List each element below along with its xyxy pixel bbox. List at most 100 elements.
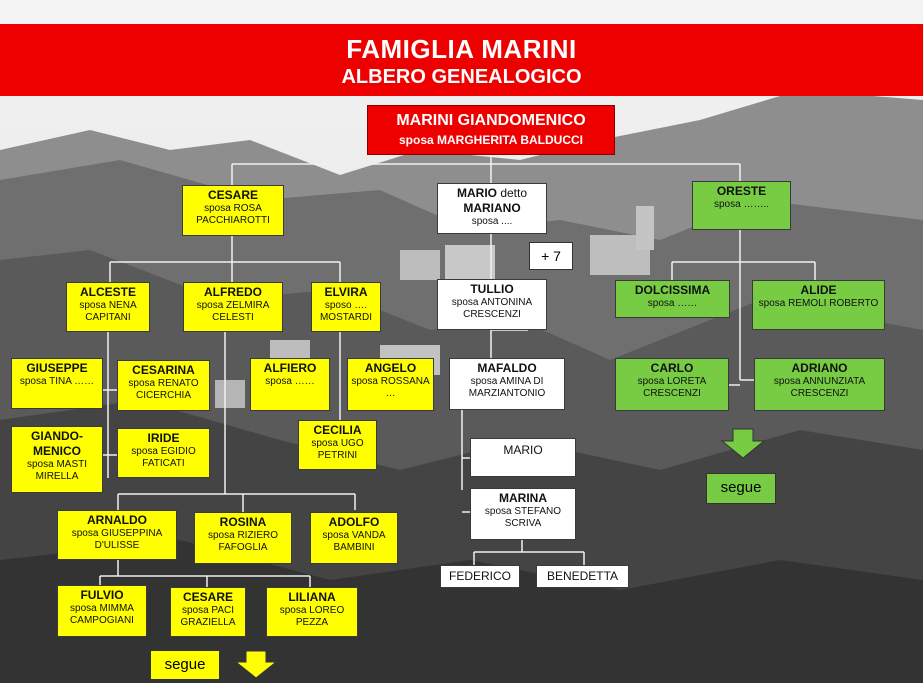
person-spouse: sposa EGIDIO FATICATI	[131, 446, 196, 469]
title-banner: FAMIGLIA MARINI ALBERO GENEALOGICO	[0, 24, 923, 96]
person-name: ANGELO	[364, 361, 417, 375]
person-name: MAFALDO	[477, 361, 537, 375]
person-spouse: sposa MIMMA CAMPOGIANI	[70, 603, 134, 626]
arrow-down-green-icon[interactable]	[720, 428, 766, 460]
person-spouse: sposa STEFANO SCRIVA	[484, 506, 562, 529]
person-spouse: sposa LORETA CRESCENZI	[637, 376, 707, 399]
person-alfredo[interactable]: ALFREDO sposa ZELMIRA CELESTI	[183, 282, 283, 332]
person-carlo[interactable]: CARLO sposa LORETA CRESCENZI	[615, 358, 729, 411]
person-name: CESARE	[207, 188, 258, 202]
root-spouse: sposa MARGHERITA BALDUCCI	[398, 133, 583, 147]
person-mario-jr[interactable]: MARIO	[470, 438, 576, 477]
person-marina[interactable]: MARINA sposa STEFANO SCRIVA	[470, 488, 576, 540]
person-name: ARNALDO	[87, 513, 147, 527]
more-children-badge: + 7	[529, 242, 573, 270]
person-name: FULVIO	[80, 588, 124, 602]
person-alide[interactable]: ALIDE sposa REMOLI ROBERTO	[752, 280, 885, 330]
person-benedetta[interactable]: BENEDETTA	[536, 565, 629, 588]
person-spouse: sposa UGO PETRINI	[311, 438, 364, 461]
person-tullio[interactable]: TULLIO sposa ANTONINA CRESCENZI	[437, 279, 547, 330]
segue-yellow-label[interactable]: segue	[150, 650, 220, 680]
person-name: GIUSEPPE	[26, 361, 88, 375]
person-name: BENEDETTA	[546, 569, 619, 583]
person-spouse: sposa ROSSANA …	[351, 376, 430, 399]
person-name: MARIO detto	[438, 186, 546, 201]
person-mafaldo[interactable]: MAFALDO sposa AMINA DI MARZIANTONIO	[449, 358, 565, 410]
person-spouse: sposa ....	[471, 216, 513, 227]
person-angelo[interactable]: ANGELO sposa ROSSANA …	[347, 358, 434, 411]
person-name: CARLO	[650, 361, 694, 375]
person-name: ADRIANO	[791, 361, 848, 375]
person-giandomenico[interactable]: GIANDO-MENICO sposa MASTI MIRELLA	[11, 426, 103, 493]
person-spouse: sposa RENATO CICERCHIA	[128, 378, 199, 401]
person-name: TULLIO	[470, 282, 514, 296]
person-iride[interactable]: IRIDE sposa EGIDIO FATICATI	[117, 428, 210, 478]
person-spouse: sposa NENA CAPITANI	[79, 300, 137, 323]
page-subtitle: ALBERO GENEALOGICO	[341, 66, 582, 88]
person-alceste[interactable]: ALCESTE sposa NENA CAPITANI	[66, 282, 150, 332]
person-name: ORESTE	[716, 184, 767, 198]
person-spouse: sposa ……	[265, 376, 315, 387]
person-name: FEDERICO	[448, 569, 511, 583]
person-name-detto: detto	[496, 186, 528, 200]
person-fulvio[interactable]: FULVIO sposa MIMMA CAMPOGIANI	[57, 585, 147, 637]
person-name: DOLCISSIMA	[634, 283, 711, 297]
arrow-down-yellow-icon[interactable]	[234, 650, 278, 680]
person-name: ROSINA	[219, 515, 267, 529]
person-adolfo[interactable]: ADOLFO sposa VANDA BAMBINI	[310, 512, 398, 564]
person-name: IRIDE	[147, 431, 180, 445]
person-dolcissima[interactable]: DOLCISSIMA sposa ……	[615, 280, 730, 318]
person-elvira[interactable]: ELVIRA sposo …. MOSTARDI	[311, 282, 381, 332]
person-mario[interactable]: MARIO detto MARIANO sposa ....	[437, 183, 547, 234]
person-name: ELVIRA	[324, 285, 368, 299]
root-name: MARINI GIANDOMENICO	[396, 112, 586, 129]
person-name: LILIANA	[288, 590, 336, 604]
person-name: ADOLFO	[328, 515, 380, 529]
page-title: FAMIGLIA MARINI	[346, 34, 577, 64]
person-name: CESARE	[182, 590, 233, 604]
person-name: ALFREDO	[204, 285, 262, 299]
person-name: ALFIERO	[263, 361, 317, 375]
person-cesare-jr[interactable]: CESARE sposa PACI GRAZIELLA	[170, 587, 246, 637]
person-name: ALCESTE	[79, 285, 136, 299]
person-alfiero[interactable]: ALFIERO sposa ……	[250, 358, 330, 411]
person-name: MARIO	[503, 443, 543, 457]
person-name: GIANDO-MENICO	[31, 429, 83, 458]
person-spouse: sposa ……..	[713, 199, 770, 210]
person-adriano[interactable]: ADRIANO sposa ANNUNZIATA CRESCENZI	[754, 358, 885, 411]
person-spouse: sposa RIZIERO FAFOGLIA	[207, 530, 279, 553]
person-spouse: sposo …. MOSTARDI	[319, 300, 373, 323]
person-cesarina[interactable]: CESARINA sposa RENATO CICERCHIA	[117, 360, 210, 411]
person-spouse: sposa ANTONINA CRESCENZI	[451, 297, 533, 320]
person-spouse: sposa ZELMIRA CELESTI	[196, 300, 270, 323]
person-spouse: sposa VANDA BAMBINI	[322, 530, 386, 553]
root-ancestor-box[interactable]: MARINI GIANDOMENICO sposa MARGHERITA BAL…	[367, 105, 615, 155]
person-spouse: sposa ……	[647, 298, 698, 309]
person-spouse: sposa MASTI MIRELLA	[26, 459, 88, 482]
person-liliana[interactable]: LILIANA sposa LOREO PEZZA	[266, 587, 358, 637]
person-federico[interactable]: FEDERICO	[440, 565, 520, 588]
person-giuseppe[interactable]: GIUSEPPE sposa TINA ……	[11, 358, 103, 409]
segue-green-label[interactable]: segue	[706, 473, 776, 504]
person-nickname: MARIANO	[463, 201, 521, 215]
person-spouse: sposa ANNUNZIATA CRESCENZI	[773, 376, 866, 399]
person-spouse: sposa GIUSEPPINA D'ULISSE	[71, 528, 163, 551]
person-cesare[interactable]: CESARE sposa ROSA PACCHIAROTTI	[182, 185, 284, 236]
person-name: ALIDE	[800, 283, 837, 297]
person-spouse: sposa TINA ……	[19, 376, 95, 387]
person-spouse: sposa LOREO PEZZA	[279, 605, 345, 628]
person-name: CESARINA	[132, 363, 195, 377]
person-arnaldo[interactable]: ARNALDO sposa GIUSEPPINA D'ULISSE	[57, 510, 177, 560]
person-spouse: sposa PACI GRAZIELLA	[180, 605, 236, 628]
person-name-first: MARIO	[456, 186, 497, 200]
person-name: MARINA	[499, 491, 547, 505]
person-cecilia[interactable]: CECILIA sposa UGO PETRINI	[298, 420, 377, 470]
person-oreste[interactable]: ORESTE sposa ……..	[692, 181, 791, 230]
person-rosina[interactable]: ROSINA sposa RIZIERO FAFOGLIA	[194, 512, 292, 564]
person-spouse: sposa REMOLI ROBERTO	[758, 298, 879, 309]
person-spouse: sposa AMINA DI MARZIANTONIO	[468, 376, 546, 399]
person-spouse: sposa ROSA PACCHIAROTTI	[196, 203, 270, 226]
person-name: CECILIA	[313, 423, 362, 437]
